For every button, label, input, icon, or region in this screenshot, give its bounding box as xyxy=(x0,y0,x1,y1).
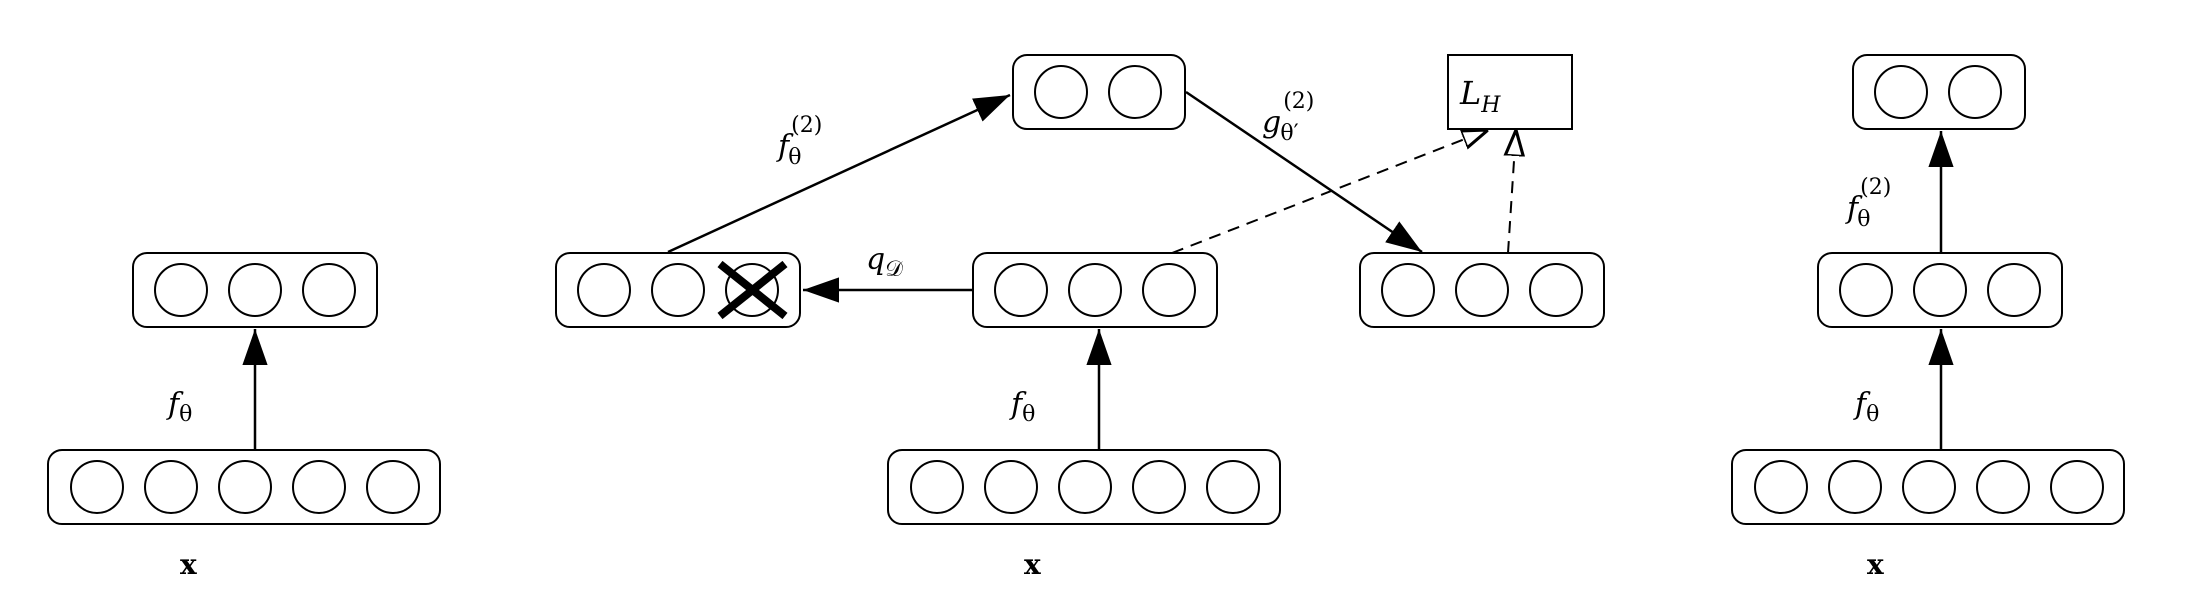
neuron xyxy=(302,263,356,317)
neuron xyxy=(1754,460,1808,514)
second-hidden-layer xyxy=(1012,54,1186,130)
neuron xyxy=(1902,460,1956,514)
loss-label: LH xyxy=(1459,74,1501,118)
neuron xyxy=(1206,460,1260,514)
neuron xyxy=(1455,263,1509,317)
neuron xyxy=(1058,460,1112,514)
neuron xyxy=(1874,65,1928,119)
center-input-layer xyxy=(887,449,1281,525)
neuron xyxy=(292,460,346,514)
neuron xyxy=(2050,460,2104,514)
neuron xyxy=(1142,263,1196,317)
neuron xyxy=(1529,263,1583,317)
neuron xyxy=(144,460,198,514)
neuron xyxy=(1948,65,2002,119)
f-theta-2-label: f(2)θ xyxy=(776,113,822,170)
neuron xyxy=(1913,263,1967,317)
loss-dashed-arrow-from-reconstruction xyxy=(1508,130,1516,254)
right-f-theta-label: fθ xyxy=(1853,387,1879,427)
q-d-label: q𝒟 xyxy=(866,242,903,282)
right-f-theta-2-label: f(2)θ xyxy=(1845,175,1891,232)
neuron xyxy=(910,460,964,514)
center-x-label: x xyxy=(1024,548,1041,581)
neuron xyxy=(1381,263,1435,317)
right-panel: fθ f(2)θ x xyxy=(1731,54,2125,581)
corruption-cross-icon xyxy=(717,260,788,320)
left-hidden-layer xyxy=(132,252,378,328)
right-top-layer xyxy=(1852,54,2026,130)
neuron xyxy=(70,460,124,514)
neuron xyxy=(218,460,272,514)
right-input-layer xyxy=(1731,449,2125,525)
left-f-theta-label: fθ xyxy=(166,387,192,427)
corrupted-layer xyxy=(555,252,801,328)
neuron xyxy=(1828,460,1882,514)
center-hidden-layer xyxy=(972,252,1218,328)
neuron xyxy=(228,263,282,317)
neuron xyxy=(366,460,420,514)
right-x-label: x xyxy=(1867,548,1884,581)
neuron xyxy=(651,263,705,317)
neuron xyxy=(577,263,631,317)
neuron xyxy=(154,263,208,317)
neuron xyxy=(1108,65,1162,119)
g-theta-prime-2-label: g(2)θ′ xyxy=(1262,89,1314,146)
left-panel: fθ x xyxy=(47,252,441,581)
decoder-arrow xyxy=(1185,90,1423,254)
neuron xyxy=(1839,263,1893,317)
right-hidden-layer xyxy=(1817,252,2063,328)
center-f-theta-label: fθ xyxy=(1009,387,1035,427)
left-x-label: x xyxy=(180,548,197,581)
neuron xyxy=(1068,263,1122,317)
neuron xyxy=(1976,460,2030,514)
neuron xyxy=(1987,263,2041,317)
neuron xyxy=(984,460,1038,514)
center-panel: LH fθ q𝒟 f(2)θ g(2)θ′ x xyxy=(555,54,1605,581)
neuron xyxy=(994,263,1048,317)
loss-box: LH xyxy=(1447,54,1573,130)
reconstruction-layer xyxy=(1359,252,1605,328)
left-input-layer xyxy=(47,449,441,525)
neuron xyxy=(1034,65,1088,119)
neuron xyxy=(1132,460,1186,514)
second-encoder-arrow xyxy=(667,93,1011,254)
loss-dashed-arrow-from-hidden xyxy=(1171,130,1488,254)
